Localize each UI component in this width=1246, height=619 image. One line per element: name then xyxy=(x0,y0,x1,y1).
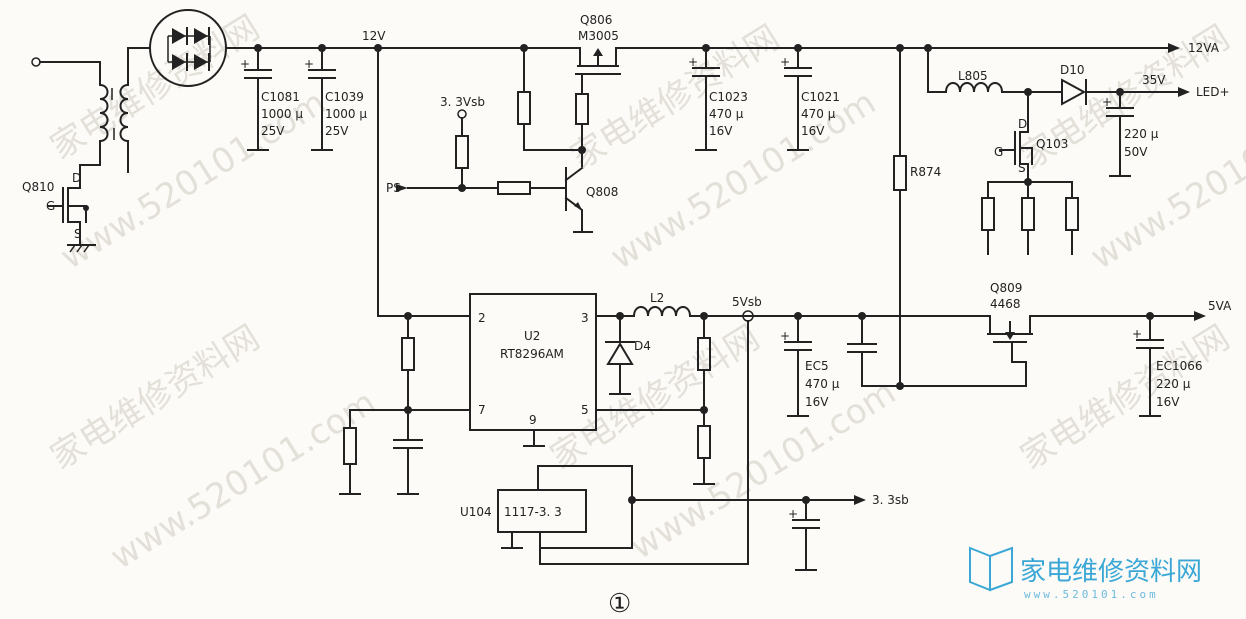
c1023-voltage: 16V xyxy=(709,124,733,138)
watermark-cn: 家电维修资料网 xyxy=(544,318,767,478)
q103-g: G xyxy=(994,145,1003,159)
input-transformer-section: Q810 D G S xyxy=(22,47,151,253)
ec1066-ref: EC1066 xyxy=(1156,359,1203,373)
input-capacitors: + C1081 1000 µ 25V + C1039 1000 µ 25V xyxy=(240,47,367,151)
led-boost-section: L805 D10 35V LED+ + 220 µ 50V D G S Q103 xyxy=(927,47,1230,255)
ec5-ref: EC5 xyxy=(805,359,829,373)
figure-marker: ① xyxy=(608,589,631,619)
svg-text:+: + xyxy=(1132,327,1142,341)
output-capacitors-12va: + C1023 470 µ 16V + C1021 470 µ 16V xyxy=(688,47,840,151)
rail-12v: 12V 12VA xyxy=(225,29,1220,55)
svg-text:+: + xyxy=(1102,95,1112,109)
q806-switch: Q806 M3005 Q808 PS 3. 3Vsb xyxy=(386,13,621,233)
ec5-value: 470 µ xyxy=(805,377,840,391)
svg-text:+: + xyxy=(780,329,790,343)
svg-text:+: + xyxy=(304,57,314,71)
r874-ref: R874 xyxy=(910,165,941,179)
ec1066-voltage: 16V xyxy=(1156,395,1180,409)
q103-ref: Q103 xyxy=(1036,137,1068,151)
net-3v3sb-out-label: 3. 3sb xyxy=(872,493,909,507)
c1021-value: 470 µ xyxy=(801,107,836,121)
c1023-value: 470 µ xyxy=(709,107,744,121)
u2-pin9: 9 xyxy=(529,413,537,427)
q809-5va-section: Q809 4468 5VA + EC1066 220 µ 16V xyxy=(987,281,1232,417)
c1039-voltage: 25V xyxy=(325,124,349,138)
u2-ref: U2 xyxy=(524,329,540,343)
u2-pin5: 5 xyxy=(581,403,589,417)
logo-cn: 家电维修资料网 xyxy=(1020,557,1202,587)
net-led-plus-label: LED+ xyxy=(1196,85,1230,99)
q809-part: 4468 xyxy=(990,297,1021,311)
net-12va-label: 12VA xyxy=(1188,41,1220,55)
u104-part: 1117-3. 3 xyxy=(504,505,562,519)
net-ps-label: PS xyxy=(386,181,401,195)
u2-pin2: 2 xyxy=(478,311,486,325)
watermark-cn: 家电维修资料网 xyxy=(44,318,267,478)
c1039-ref: C1039 xyxy=(325,90,364,104)
u2-part: RT8296AM xyxy=(500,347,564,361)
u104-ref: U104 xyxy=(460,505,492,519)
site-logo: 家电维修资料网 www.520101.com xyxy=(969,546,1202,601)
q810-d: D xyxy=(72,171,81,185)
q808-ref: Q808 xyxy=(586,185,618,199)
net-12v-label: 12V xyxy=(362,29,386,43)
ec1066-value: 220 µ xyxy=(1156,377,1191,391)
q103-s: S xyxy=(1018,161,1026,175)
r874: R874 xyxy=(893,47,941,387)
c1023-ref: C1023 xyxy=(709,90,748,104)
ec5-voltage: 16V xyxy=(805,395,829,409)
u2-pin3: 3 xyxy=(581,311,589,325)
c1081-ref: C1081 xyxy=(261,90,300,104)
q810-g: G xyxy=(46,199,55,213)
net-5vsb-label: 5Vsb xyxy=(732,295,762,309)
u104-ldo-section: 1117-3. 3 U104 3. 3sb + xyxy=(460,465,909,571)
q809-ref: Q809 xyxy=(990,281,1022,295)
c1081-value: 1000 µ xyxy=(261,107,303,121)
watermark-cn: 家电维修资料网 xyxy=(1014,318,1237,478)
logo-url: www.520101.com xyxy=(1024,588,1159,601)
svg-text:+: + xyxy=(688,55,698,69)
net-5va-label: 5VA xyxy=(1208,299,1232,313)
q806-part: M3005 xyxy=(578,29,619,43)
q103-d: D xyxy=(1018,117,1027,131)
net-35v-label: 35V xyxy=(1142,73,1166,87)
c-led-voltage: 50V xyxy=(1124,145,1148,159)
c-led-value: 220 µ xyxy=(1124,127,1159,141)
u2-buck-section: 2 3 7 5 9 U2 RT8296AM D4 L2 5Vsb xyxy=(339,47,1027,565)
svg-text:+: + xyxy=(788,507,798,521)
q810-s: S xyxy=(74,227,82,241)
c1021-ref: C1021 xyxy=(801,90,840,104)
net-3v3sb-top-label: 3. 3Vsb xyxy=(440,95,485,109)
c1021-voltage: 16V xyxy=(801,124,825,138)
watermarks: www.520101.com www.520101.com www.520101… xyxy=(44,8,1246,578)
l805-ref: L805 xyxy=(958,69,988,83)
u2-pin7: 7 xyxy=(478,403,486,417)
d4-ref: D4 xyxy=(634,339,651,353)
c1081-voltage: 25V xyxy=(261,124,285,138)
q806-ref: Q806 xyxy=(580,13,612,27)
svg-text:+: + xyxy=(780,55,790,69)
c1039-value: 1000 µ xyxy=(325,107,367,121)
q810-ref: Q810 xyxy=(22,180,54,194)
l2-ref: L2 xyxy=(650,291,664,305)
d10-ref: D10 xyxy=(1060,63,1085,77)
svg-text:+: + xyxy=(240,57,250,71)
